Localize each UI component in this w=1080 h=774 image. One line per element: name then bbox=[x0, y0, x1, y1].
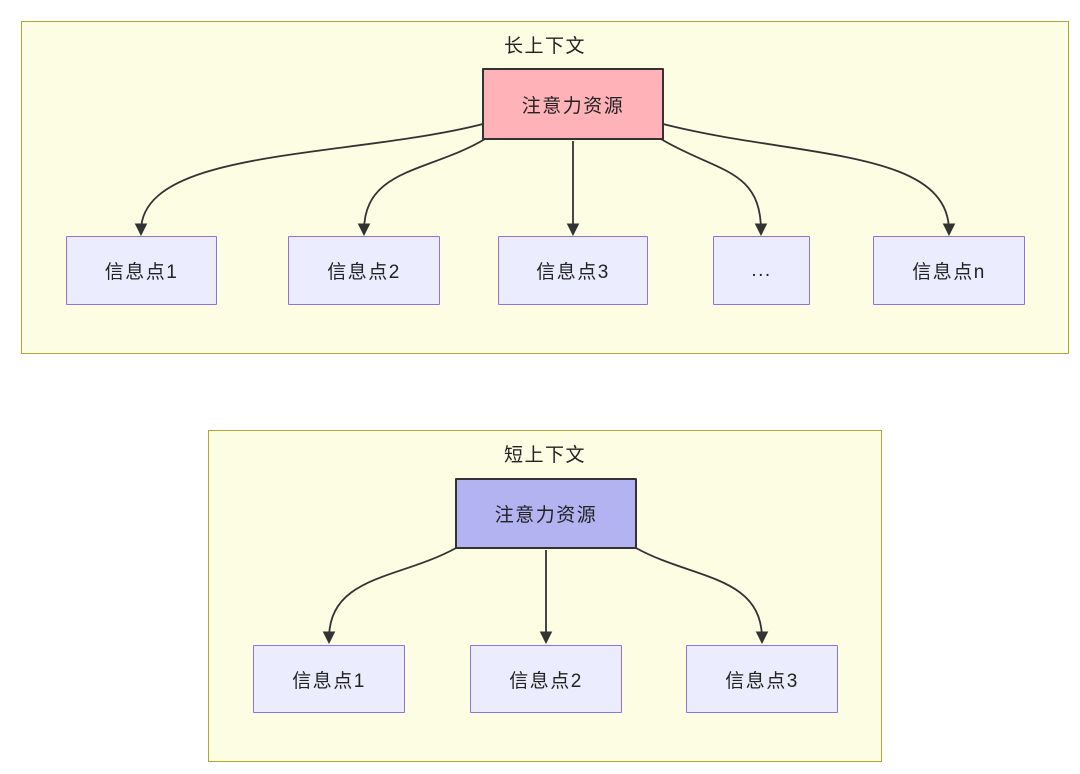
cluster-long-title: 长上下文 bbox=[503, 36, 586, 57]
node-long-info-n: 信息点n bbox=[873, 236, 1025, 305]
node-long-info-2: 信息点2 bbox=[288, 236, 440, 305]
node-short-info-2: 信息点2 bbox=[470, 645, 622, 713]
node-short-info-3: 信息点3 bbox=[686, 645, 838, 713]
node-short-info-1: 信息点1 bbox=[253, 645, 405, 713]
node-long-info-ellipsis: ... bbox=[713, 236, 810, 305]
cluster-short-title: 短上下文 bbox=[503, 445, 586, 466]
node-short-attention-resource: 注意力资源 bbox=[455, 478, 637, 549]
node-long-info-1: 信息点1 bbox=[66, 236, 217, 305]
node-long-info-3: 信息点3 bbox=[498, 236, 648, 305]
node-long-attention-resource: 注意力资源 bbox=[482, 68, 664, 140]
